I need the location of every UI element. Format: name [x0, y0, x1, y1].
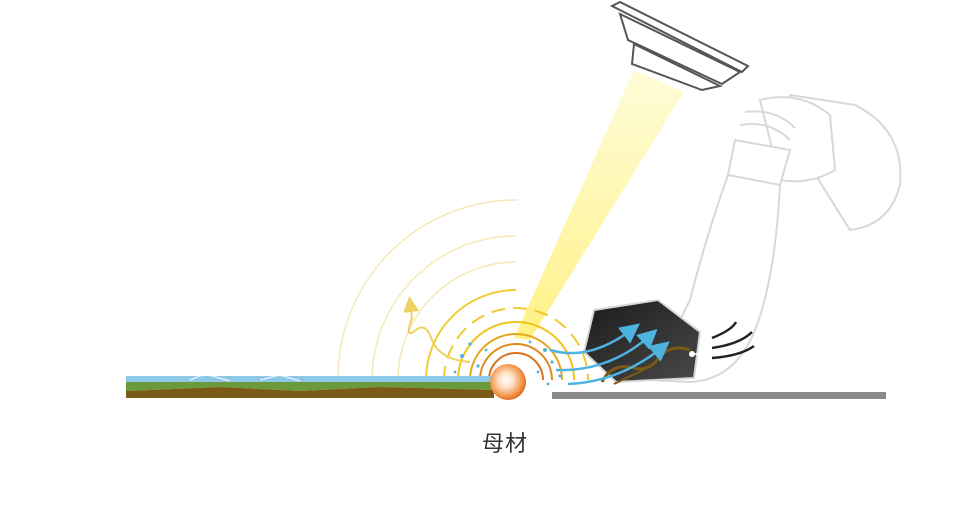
- laser-beam: [514, 70, 684, 340]
- clean-base-metal: [552, 392, 886, 399]
- base-metal-label: 母材: [481, 432, 528, 457]
- airflow-arrows: [549, 323, 670, 386]
- laser-head-icon: [609, 0, 750, 92]
- heat-waves-outer: [337, 199, 519, 381]
- coated-workpiece: [126, 373, 494, 398]
- vapor-arrow: [403, 296, 471, 363]
- heat-waves-inner: [425, 289, 589, 381]
- laser-spot: [490, 364, 526, 400]
